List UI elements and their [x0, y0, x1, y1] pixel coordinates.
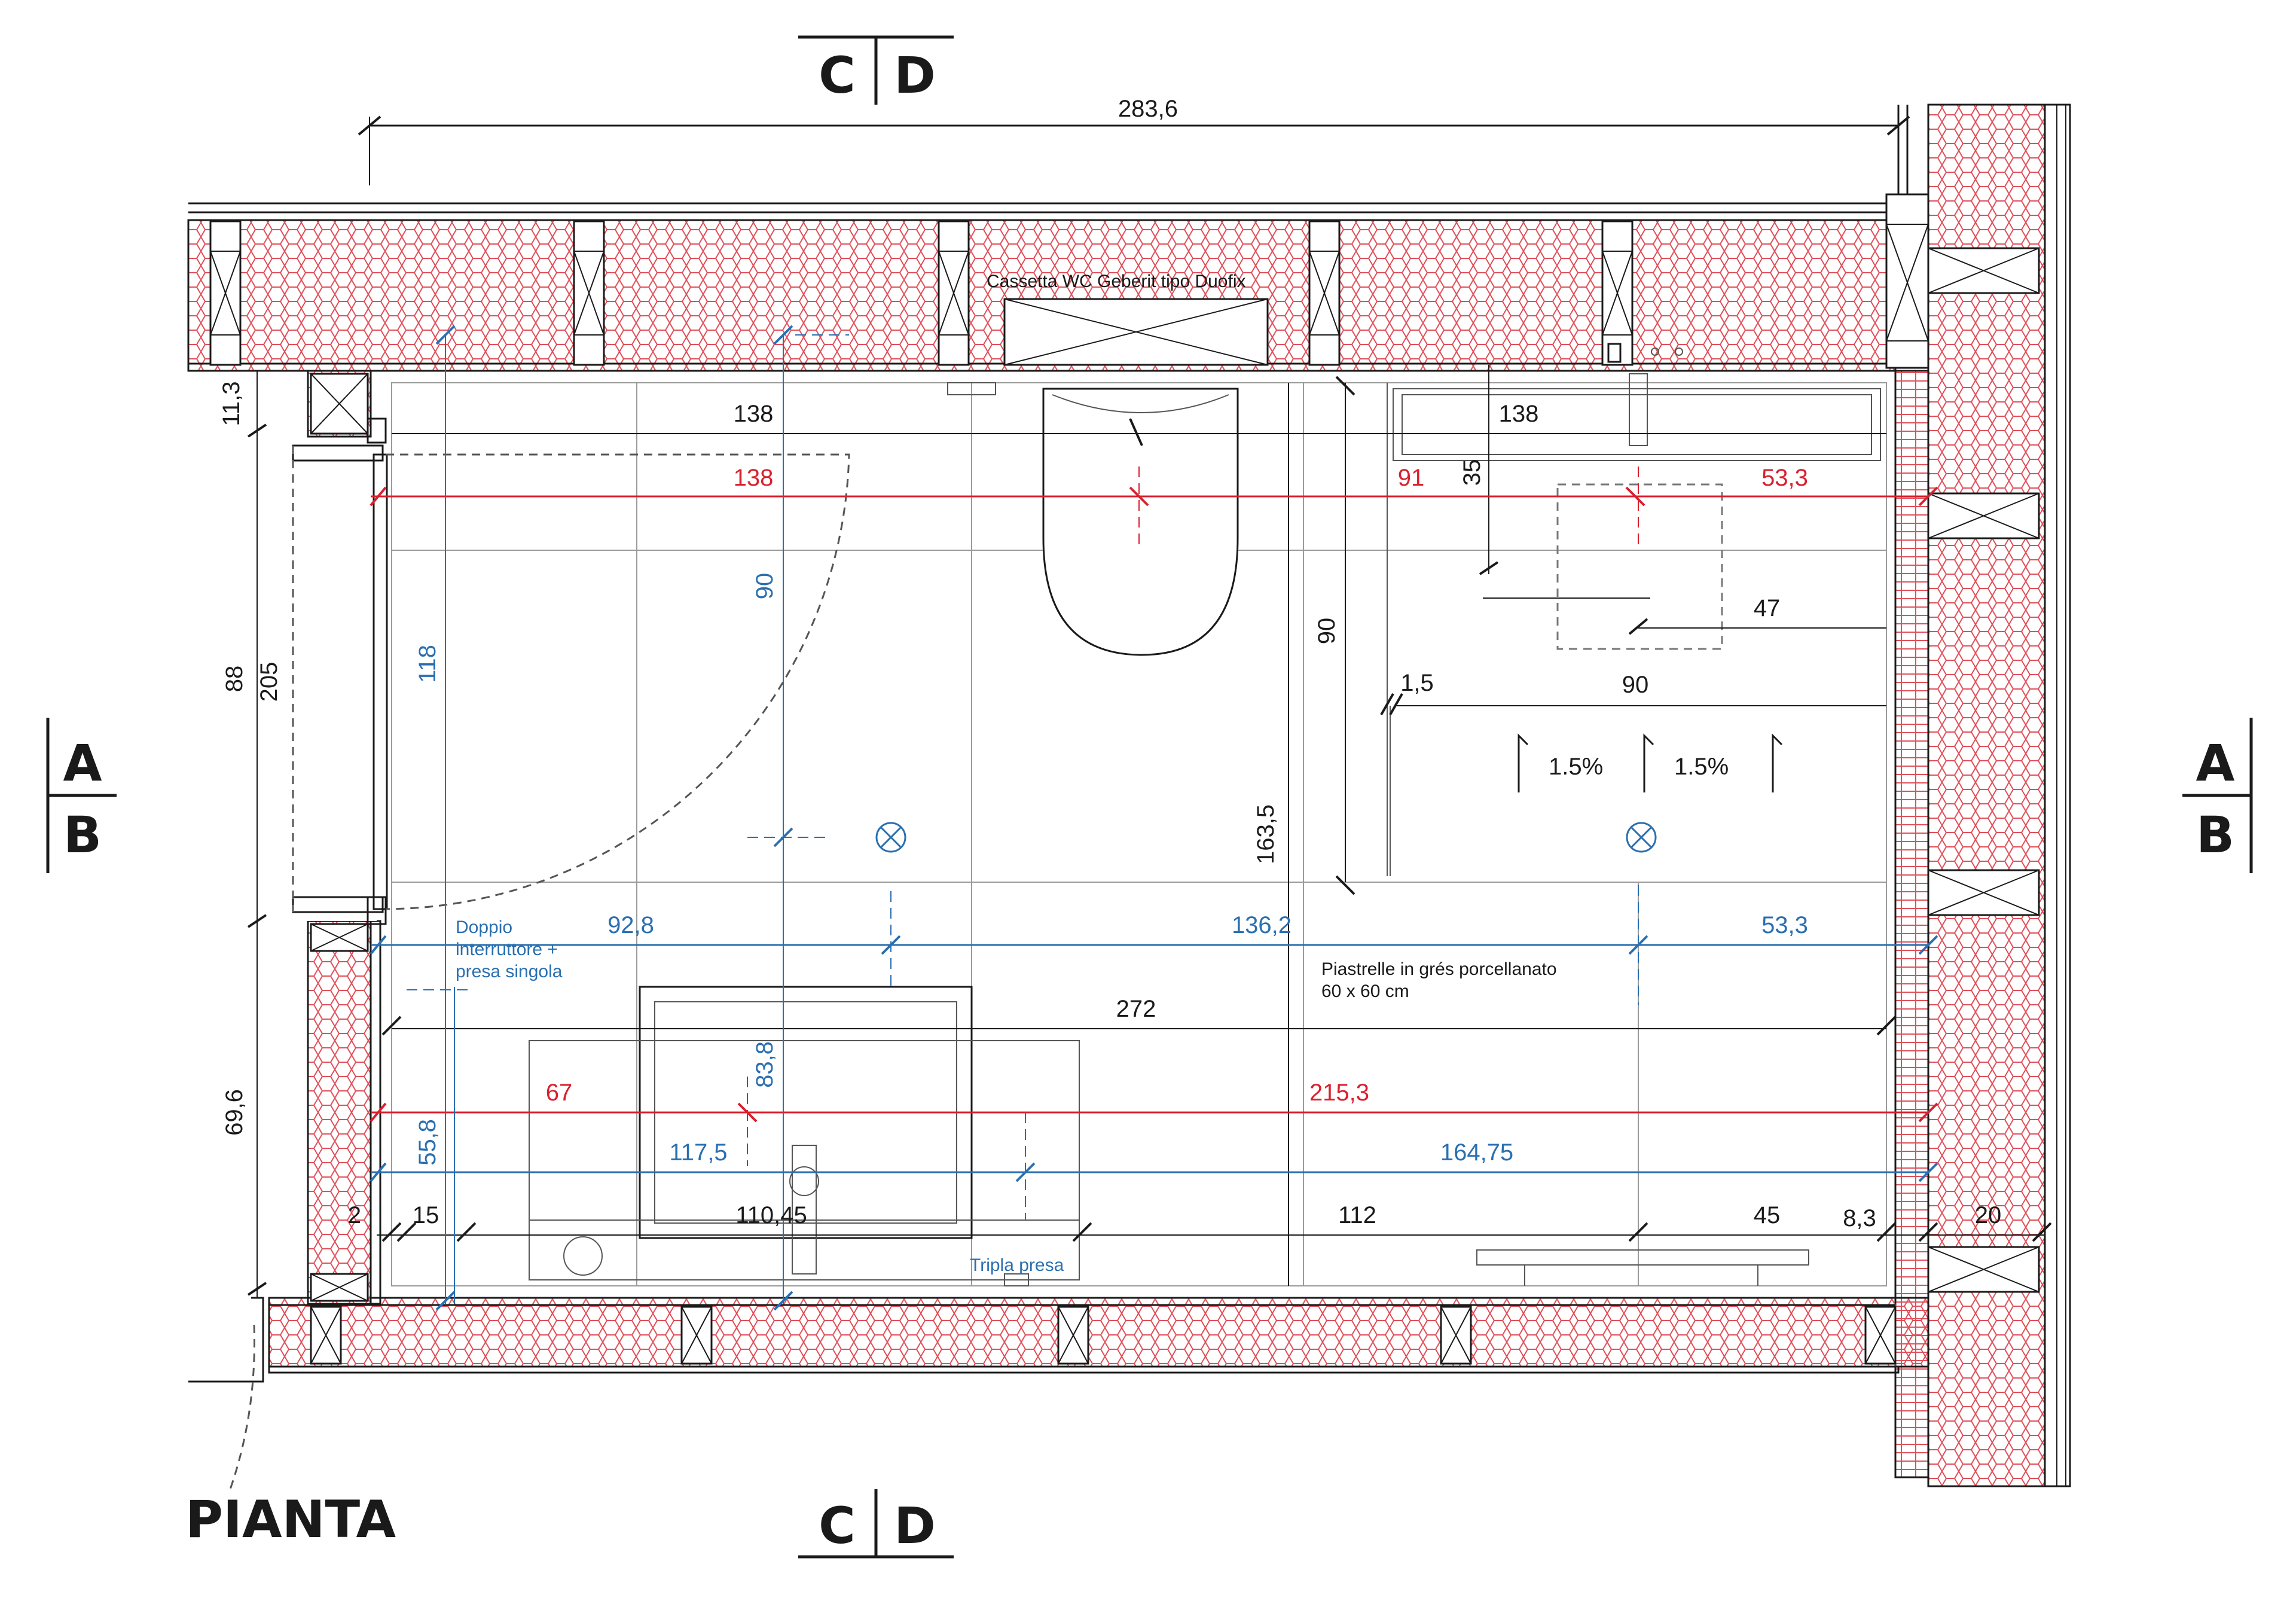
dim-35: 35	[1459, 459, 1485, 486]
dimension-lines-blue	[370, 325, 1938, 1311]
stud-right-1	[1927, 247, 2040, 294]
note-tiles-2: 60 x 60 cm	[1321, 981, 1409, 1001]
stud-top-5	[1601, 220, 1634, 366]
stud-bottom-5	[1864, 1306, 1897, 1365]
dim-90-vertical-black: 90	[1314, 618, 1340, 645]
dim-11-3: 11,3	[218, 382, 245, 426]
door-leaf	[373, 453, 388, 910]
dim-53-3-blue: 53,3	[1761, 912, 1808, 938]
drawing-title: PIANTA	[185, 1490, 396, 1550]
cistern	[947, 298, 1269, 395]
dim-45: 45	[1754, 1202, 1781, 1228]
dim-69-6: 69,6	[221, 1089, 248, 1136]
dim-205: 205	[256, 662, 282, 702]
dim-110-45: 110,45	[735, 1202, 807, 1228]
dim-215-3: 215,3	[1309, 1080, 1369, 1106]
stud-top-6	[1885, 193, 1929, 369]
stud-top-2	[573, 220, 605, 366]
dimension-lines-black	[242, 115, 2052, 1298]
dim-90-vertical-blue: 90	[752, 573, 778, 600]
right-wall-inner-layer	[1894, 370, 1929, 1478]
dim-67: 67	[546, 1080, 573, 1106]
section-right-top: A	[2196, 734, 2234, 792]
shower-bench	[1476, 1249, 1809, 1286]
dim-2: 2	[348, 1202, 361, 1228]
dim-88: 88	[221, 666, 248, 693]
dim-283-6: 283,6	[1118, 96, 1178, 122]
stud-right-3	[1927, 869, 2040, 916]
dim-112: 112	[1338, 1202, 1376, 1228]
dimension-labels: 283,6 138 138 138 91 53,3 47 1,5 90 92,8…	[218, 96, 2001, 1231]
ceiling-lights	[875, 822, 1657, 853]
note-switch-3: presa singola	[456, 962, 563, 981]
note-switch-2: interruttore +	[456, 940, 558, 959]
wall-studs	[209, 193, 2040, 1365]
vanity	[529, 986, 1080, 1286]
light-fixture-1	[875, 822, 906, 853]
slope-left: 1.5%	[1549, 754, 1603, 780]
section-left-top: A	[63, 734, 102, 792]
stud-top-3	[938, 220, 970, 366]
section-right-bottom: B	[2196, 806, 2234, 864]
stud-top-1	[209, 220, 242, 366]
dim-83-8: 83,8	[752, 1041, 778, 1088]
bottom-wall	[268, 1297, 1929, 1368]
section-markers: C D C D A B A B	[46, 35, 2253, 1559]
section-bottom-left: C	[819, 1496, 856, 1555]
note-tiles-1: Piastrelle in grés porcellanato	[1321, 959, 1557, 979]
section-left-bottom: B	[63, 806, 102, 864]
dim-47: 47	[1754, 595, 1781, 621]
bottom-wall-finish	[268, 1365, 1900, 1374]
dim-138-top-left: 138	[734, 401, 774, 427]
dim-92-8: 92,8	[607, 912, 654, 938]
stud-left-1	[310, 373, 369, 435]
stud-left-2	[310, 923, 369, 952]
dim-272: 272	[1116, 996, 1156, 1022]
note-switch-1: Doppio	[456, 917, 512, 937]
tile-grid	[391, 382, 1887, 1286]
slope-right: 1.5%	[1674, 754, 1729, 780]
dim-8-3: 8,3	[1843, 1205, 1876, 1231]
top-wall-outer-outline	[188, 105, 1909, 214]
shower-area	[1387, 343, 1886, 876]
slope-arrows	[1518, 733, 1783, 792]
toilet	[1042, 388, 1239, 656]
notes: Cassetta WC Geberit tipo Duofix Doppio i…	[456, 272, 1729, 1275]
dim-138-red: 138	[734, 465, 774, 491]
dim-53-3-red: 53,3	[1761, 465, 1808, 491]
dim-90-horizontal: 90	[1622, 672, 1649, 698]
stud-top-4	[1308, 220, 1341, 366]
stud-bottom-1	[310, 1306, 342, 1365]
light-fixture-2	[1626, 822, 1657, 853]
stud-right-4	[1927, 1246, 2040, 1293]
door-swing-arc	[385, 453, 850, 910]
stud-right-2	[1927, 492, 2040, 539]
dimension-lines-red	[370, 467, 1938, 1166]
dim-55-8: 55,8	[414, 1119, 441, 1166]
stud-left-3	[310, 1273, 369, 1302]
note-cistern: Cassetta WC Geberit tipo Duofix	[987, 272, 1246, 291]
section-top-left: C	[819, 46, 856, 105]
dim-118: 118	[414, 645, 441, 683]
leader-line-title	[229, 1324, 255, 1490]
dim-164-75: 164,75	[1440, 1139, 1513, 1166]
dim-91-red: 91	[1398, 465, 1425, 491]
section-bottom-right: D	[894, 1496, 936, 1555]
note-triple-socket: Tripla presa	[970, 1255, 1064, 1275]
dim-138-top-right: 138	[1499, 401, 1539, 427]
section-top-right: D	[894, 46, 936, 105]
dim-20: 20	[1975, 1202, 2002, 1228]
dim-1-5: 1,5	[1400, 670, 1434, 696]
stud-bottom-4	[1440, 1306, 1472, 1365]
left-wall-lower	[307, 920, 372, 1305]
dim-136-2: 136,2	[1232, 912, 1292, 938]
dim-15: 15	[413, 1202, 439, 1228]
stud-bottom-2	[680, 1306, 713, 1365]
dim-163-5: 163,5	[1253, 804, 1279, 864]
stud-bottom-3	[1057, 1306, 1089, 1365]
dim-117-5: 117,5	[669, 1139, 727, 1166]
door	[292, 417, 850, 925]
left-jamb-lower	[188, 1297, 264, 1383]
